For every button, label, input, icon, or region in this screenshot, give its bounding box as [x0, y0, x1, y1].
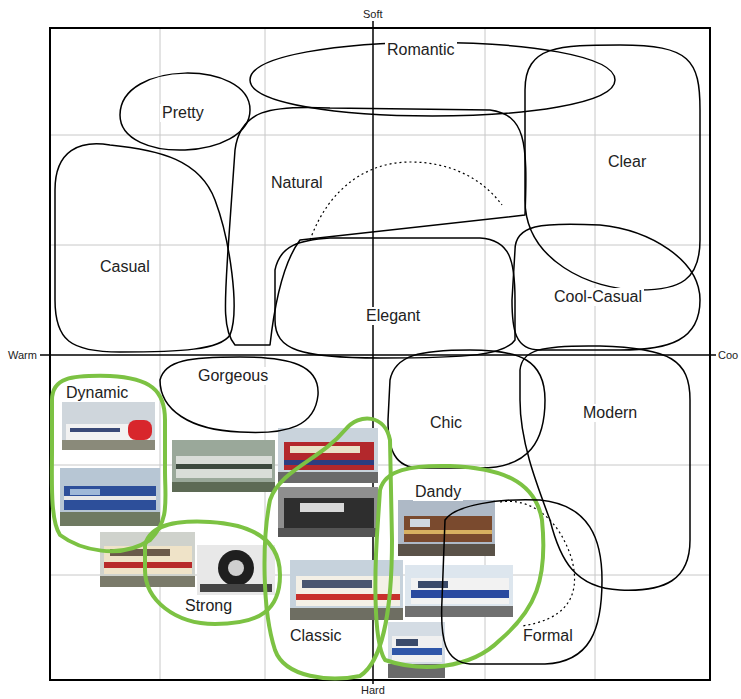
- region-label: Classic: [288, 627, 344, 645]
- region-outline: [383, 345, 550, 473]
- image-word-region: Casual: [50, 140, 245, 355]
- axis-label: Coo: [717, 349, 739, 362]
- axis-label: Soft: [362, 8, 384, 21]
- region-label: Elegant: [364, 307, 422, 325]
- region-label: Gorgeous: [196, 367, 270, 385]
- region-label: Strong: [183, 597, 234, 615]
- region-label: Chic: [428, 414, 464, 432]
- region-label: Casual: [98, 258, 152, 276]
- region-outline: [270, 233, 520, 363]
- region-outline: [50, 140, 245, 355]
- region-label: Cool-Casual: [552, 288, 644, 306]
- region-label: Clear: [606, 153, 648, 171]
- axis-label: Hard: [360, 684, 386, 697]
- image-word-region: Gorgeous: [155, 352, 325, 440]
- region-label: Dandy: [413, 483, 463, 501]
- image-group-region: Dandy: [368, 460, 550, 680]
- region-outline: [155, 352, 325, 440]
- image-word-region: Chic: [383, 345, 550, 473]
- region-label: Dynamic: [64, 384, 130, 402]
- region-label: Pretty: [160, 104, 206, 122]
- region-label: Modern: [581, 404, 639, 422]
- region-label: Romantic: [385, 41, 457, 59]
- axis-label: Warm: [7, 349, 38, 362]
- image-word-region: Pretty: [115, 60, 255, 165]
- image-word-region: Cool-Casual: [508, 220, 705, 355]
- image-word-region: Romantic: [245, 30, 620, 130]
- image-word-region: Formal: [437, 494, 607, 669]
- region-label: Formal: [521, 627, 575, 645]
- region-label: Natural: [269, 174, 325, 192]
- image-group-region: Classic: [258, 410, 398, 682]
- image-word-region: Elegant: [270, 233, 520, 363]
